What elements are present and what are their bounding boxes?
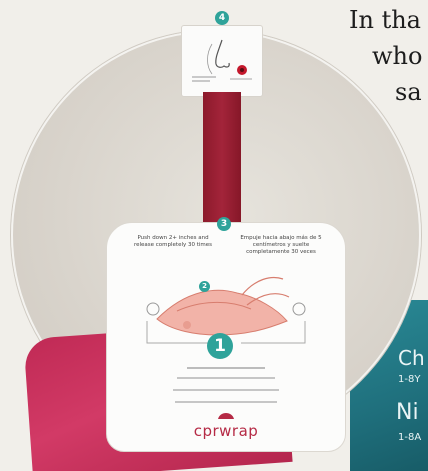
article-text-line-2: who [372, 42, 422, 70]
brand-logo: cprwrap [107, 422, 345, 440]
nose-illustration-icon [182, 26, 262, 96]
red-strap [203, 92, 241, 224]
instruction-panel: 3 Push down 2+ inches and release comple… [106, 222, 346, 452]
logo-mark-icon [216, 409, 236, 421]
fine-print-lines [167, 365, 285, 415]
article-text-line-1: In tha [349, 6, 421, 34]
product-box-line-4: 1-8A [398, 432, 421, 443]
product-box-line-1: Ch [398, 346, 425, 370]
step-2-badge: 2 [199, 281, 210, 292]
step-1-badge: 1 [207, 333, 233, 359]
article-text-line-3: sa [395, 78, 422, 106]
step-3-badge: 3 [217, 217, 231, 231]
product-box-line-3: Ni [396, 400, 419, 425]
airway-tab [181, 25, 263, 97]
product-box-line-2: 1-8Y [398, 374, 420, 385]
step-3-instruction-en: Push down 2+ inches and release complete… [131, 235, 215, 249]
step-4-badge: 4 [215, 11, 229, 25]
